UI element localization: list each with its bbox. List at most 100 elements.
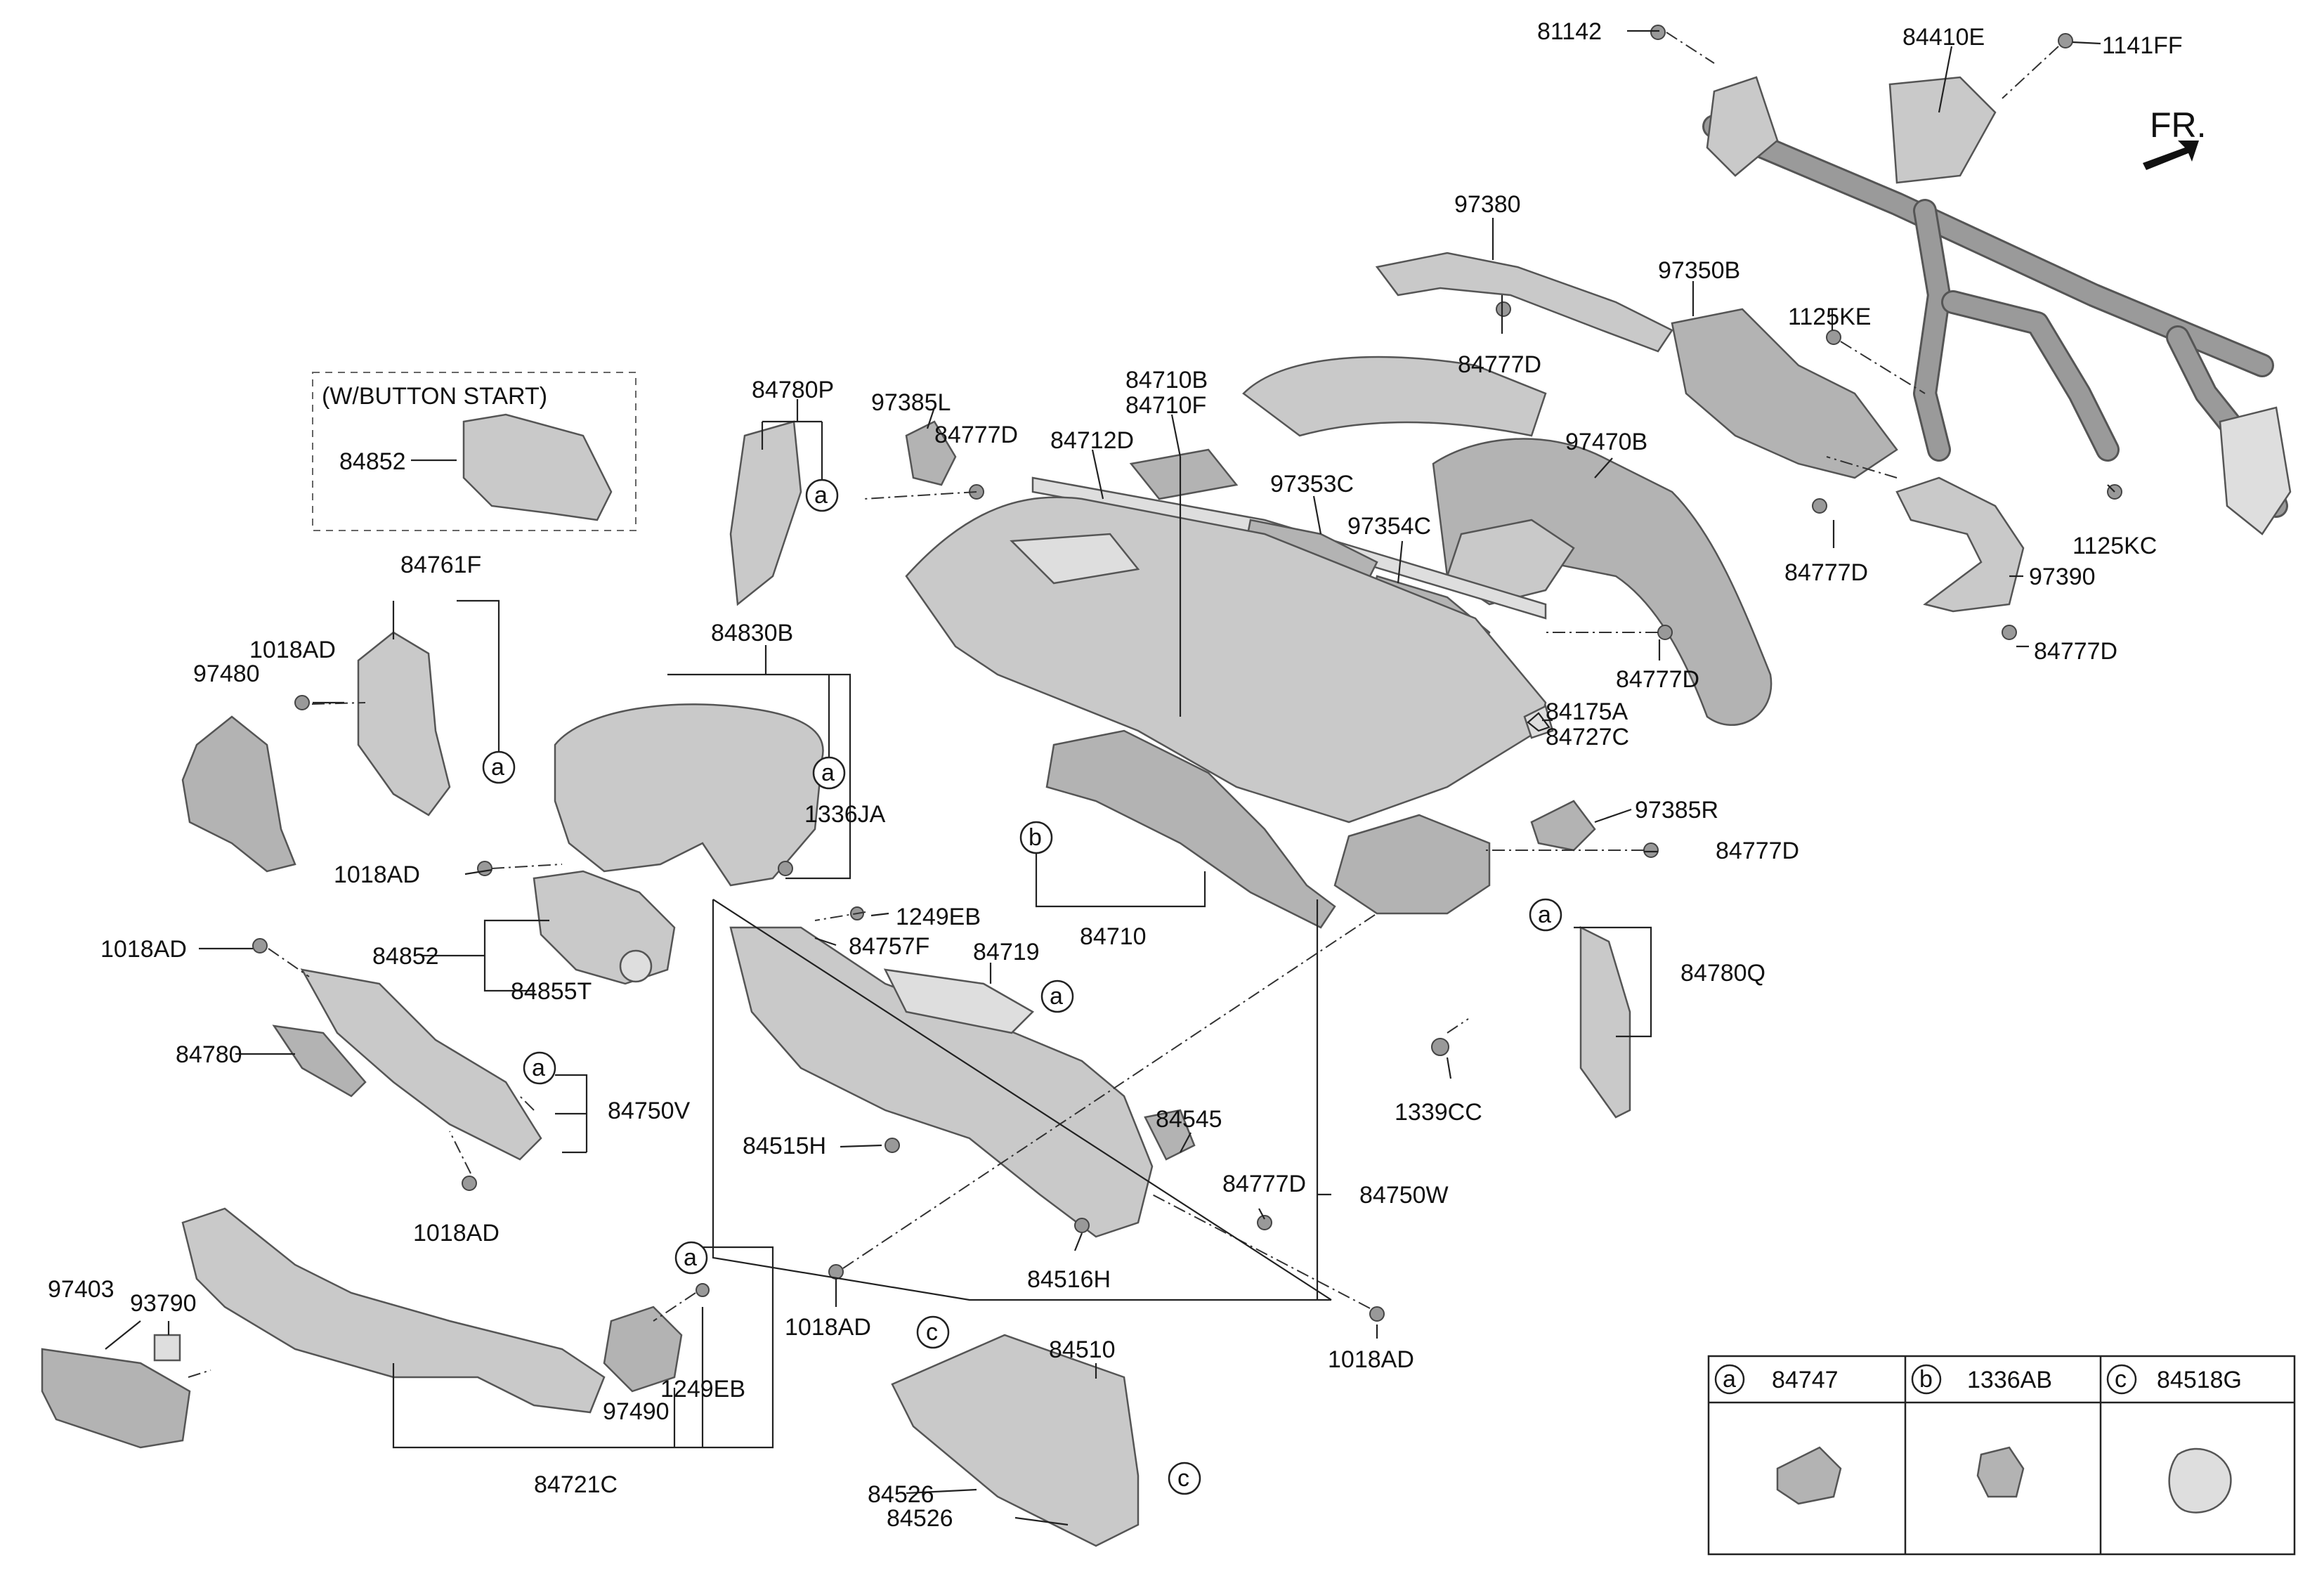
side-cover-84780P-part [729, 420, 802, 606]
callout-a-text: a [532, 1055, 545, 1081]
bolt-1249EB-icon [696, 1283, 710, 1297]
part-label: 1141FF [2102, 32, 2183, 59]
callout-markers: a a a b a a a a c c [482, 479, 1562, 1495]
bolt-1018AD-icon [252, 938, 268, 954]
bolt-1141FF-icon [2058, 33, 2073, 48]
duct-97350B-part [1671, 308, 1898, 479]
part-label: 1018AD [249, 637, 336, 663]
cluster-lower-panel-part [357, 631, 451, 816]
part-label: 1018AD [785, 1314, 871, 1341]
callout-a-text: a [821, 760, 835, 786]
cowl-cross-bar-part [1702, 76, 2292, 535]
trim-strip-84712D-part [1031, 476, 1547, 620]
part-label: 1018AD [100, 936, 187, 963]
lower-crash-pad-84750V-part [300, 968, 542, 1161]
legend-part-c: 84518G [2157, 1367, 2242, 1393]
callout-c-marker: c [916, 1315, 950, 1349]
part-label: 84777D [1458, 351, 1541, 378]
part-label: 84510 [1049, 1336, 1116, 1363]
clip-84747-icon [1776, 1446, 1842, 1505]
part-label: 84761F [400, 552, 481, 578]
part-number-labels: 81142 84410E 1141FF 97380 97350B 1125KE … [48, 18, 2183, 1532]
bolt-84777D-icon [1496, 301, 1511, 317]
part-label: 97470B [1565, 429, 1647, 455]
callout-c-text: c [1177, 1465, 1189, 1492]
part-label: 84175A [1546, 698, 1628, 725]
bracket-84710B-part [1129, 448, 1239, 500]
bolt-84777D-icon [1812, 498, 1827, 514]
part-label: 84721C [534, 1471, 618, 1498]
part-label: 97390 [2029, 564, 2096, 590]
nut-1339CC-icon [1431, 1038, 1449, 1056]
legend-part-a: 84747 [1772, 1367, 1839, 1393]
part-label: 84777D [1222, 1171, 1306, 1197]
legend-row-a: a 84747 [1714, 1364, 1842, 1505]
duct-97390-part [1895, 476, 2025, 613]
part-label: 84727C [1546, 724, 1629, 750]
part-label: 84830B [711, 620, 793, 646]
bolt-1018AD-icon [1369, 1306, 1385, 1322]
glove-box-part [891, 1334, 1140, 1547]
duct-97380-part [1375, 252, 1673, 353]
part-label: 84777D [934, 422, 1018, 448]
callout-a-marker: a [1529, 898, 1562, 932]
button-start-cover-part [462, 413, 613, 521]
part-label: 97353C [1270, 471, 1354, 497]
legend-marker-b: b [1919, 1366, 1933, 1393]
part-label: 84710B [1125, 367, 1208, 393]
part-label: 84852 [372, 943, 439, 970]
part-label: 1018AD [334, 861, 420, 888]
cluster-hood-part [554, 703, 824, 887]
part-label: 97403 [48, 1276, 115, 1303]
damper-84518G-icon [2168, 1447, 2232, 1514]
callout-c-text: c [926, 1319, 938, 1346]
part-label: 84777D [2034, 638, 2117, 665]
bolt-84777D-icon [1257, 1215, 1272, 1230]
callout-a-text: a [1538, 902, 1551, 928]
part-label: 97480 [193, 660, 260, 687]
part-label: 1249EB [660, 1376, 745, 1402]
part-label: 84780P [752, 377, 834, 403]
legend-part-b: 1336AB [1967, 1367, 2052, 1393]
part-label: 1249EB [896, 904, 981, 930]
steering-column-cover-part [533, 870, 676, 985]
callout-a-marker: a [1040, 980, 1074, 1013]
fastener-set [252, 25, 2122, 1322]
front-direction-marker: FR. [2143, 105, 2207, 170]
part-label: 84545 [1156, 1106, 1222, 1133]
air-duct-assembly-part [1242, 356, 1773, 726]
part-label: 1125KC [2072, 533, 2157, 559]
front-direction-arrow-icon [2143, 141, 2199, 170]
part-label: 84852 [339, 448, 406, 475]
callout-a-text: a [491, 754, 504, 781]
callout-a-text: a [1050, 983, 1063, 1010]
ring-84855T-part [619, 949, 653, 983]
part-label: 1125KE [1788, 304, 1871, 330]
part-label: 84780 [176, 1041, 242, 1068]
part-label: 84410E [1902, 24, 1985, 51]
assembly-guide-lines [188, 32, 2059, 1378]
side-cover-84780Q-part [1579, 925, 1631, 1119]
clip-1336JA-icon [778, 861, 793, 876]
part-label: 84750W [1359, 1182, 1449, 1209]
part-label: 84526 [868, 1481, 934, 1508]
legend-marker-a: a [1723, 1366, 1736, 1393]
leader-lines [105, 30, 2115, 1526]
part-label: 84777D [1716, 838, 1799, 864]
part-label: 97490 [603, 1398, 670, 1425]
callout-a-marker: a [805, 479, 839, 512]
callout-b-text: b [1029, 824, 1042, 851]
callout-a-text: a [814, 482, 828, 509]
bolt-1125KE-icon [1826, 330, 1841, 345]
part-label: 84712D [1050, 427, 1134, 454]
clip-1336AB-icon [1976, 1446, 2025, 1498]
part-label: 84515H [743, 1133, 826, 1159]
part-label: 84710 [1080, 923, 1147, 950]
part-label: 97354C [1347, 513, 1431, 540]
part-label: 93790 [130, 1290, 197, 1317]
part-label: 1018AD [1328, 1346, 1414, 1373]
center-air-vent-97403-part [41, 1348, 191, 1449]
part-label: 1339CC [1395, 1099, 1482, 1126]
part-label: 84757F [849, 933, 929, 960]
part-label: 84710F [1125, 392, 1206, 419]
